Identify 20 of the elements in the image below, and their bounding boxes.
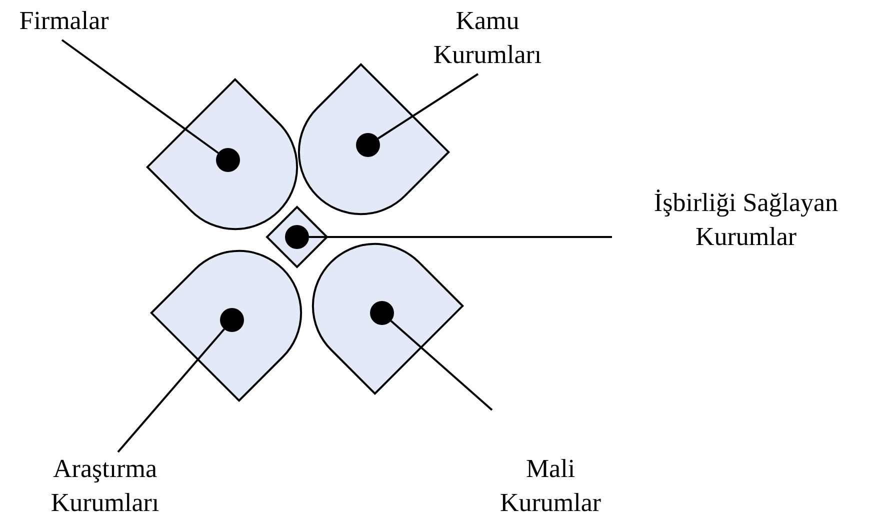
node-label: Araştırma Kurumları — [20, 452, 190, 520]
dot-marker — [220, 308, 244, 332]
node-label: Mali Kurumlar — [478, 452, 623, 520]
dot-marker — [370, 301, 394, 325]
teardrop-shape — [150, 250, 302, 402]
leader-line — [309, 236, 612, 238]
diamond-shape — [266, 206, 328, 268]
dot-marker — [356, 133, 380, 157]
leader-line — [378, 73, 479, 140]
node-label: Kamu Kurumları — [420, 4, 555, 72]
teardrop-shape — [146, 78, 298, 230]
node-label: İşbirliği Sağlayan Kurumlar — [610, 186, 882, 254]
teardrop-shape — [312, 242, 464, 395]
teardrop-shape — [298, 63, 450, 216]
dot-marker — [285, 225, 309, 249]
node-label: Firmalar — [4, 4, 124, 38]
dot-marker — [216, 148, 240, 172]
leader-line — [390, 320, 493, 411]
leader-line — [117, 328, 225, 453]
leader-line — [61, 39, 219, 154]
